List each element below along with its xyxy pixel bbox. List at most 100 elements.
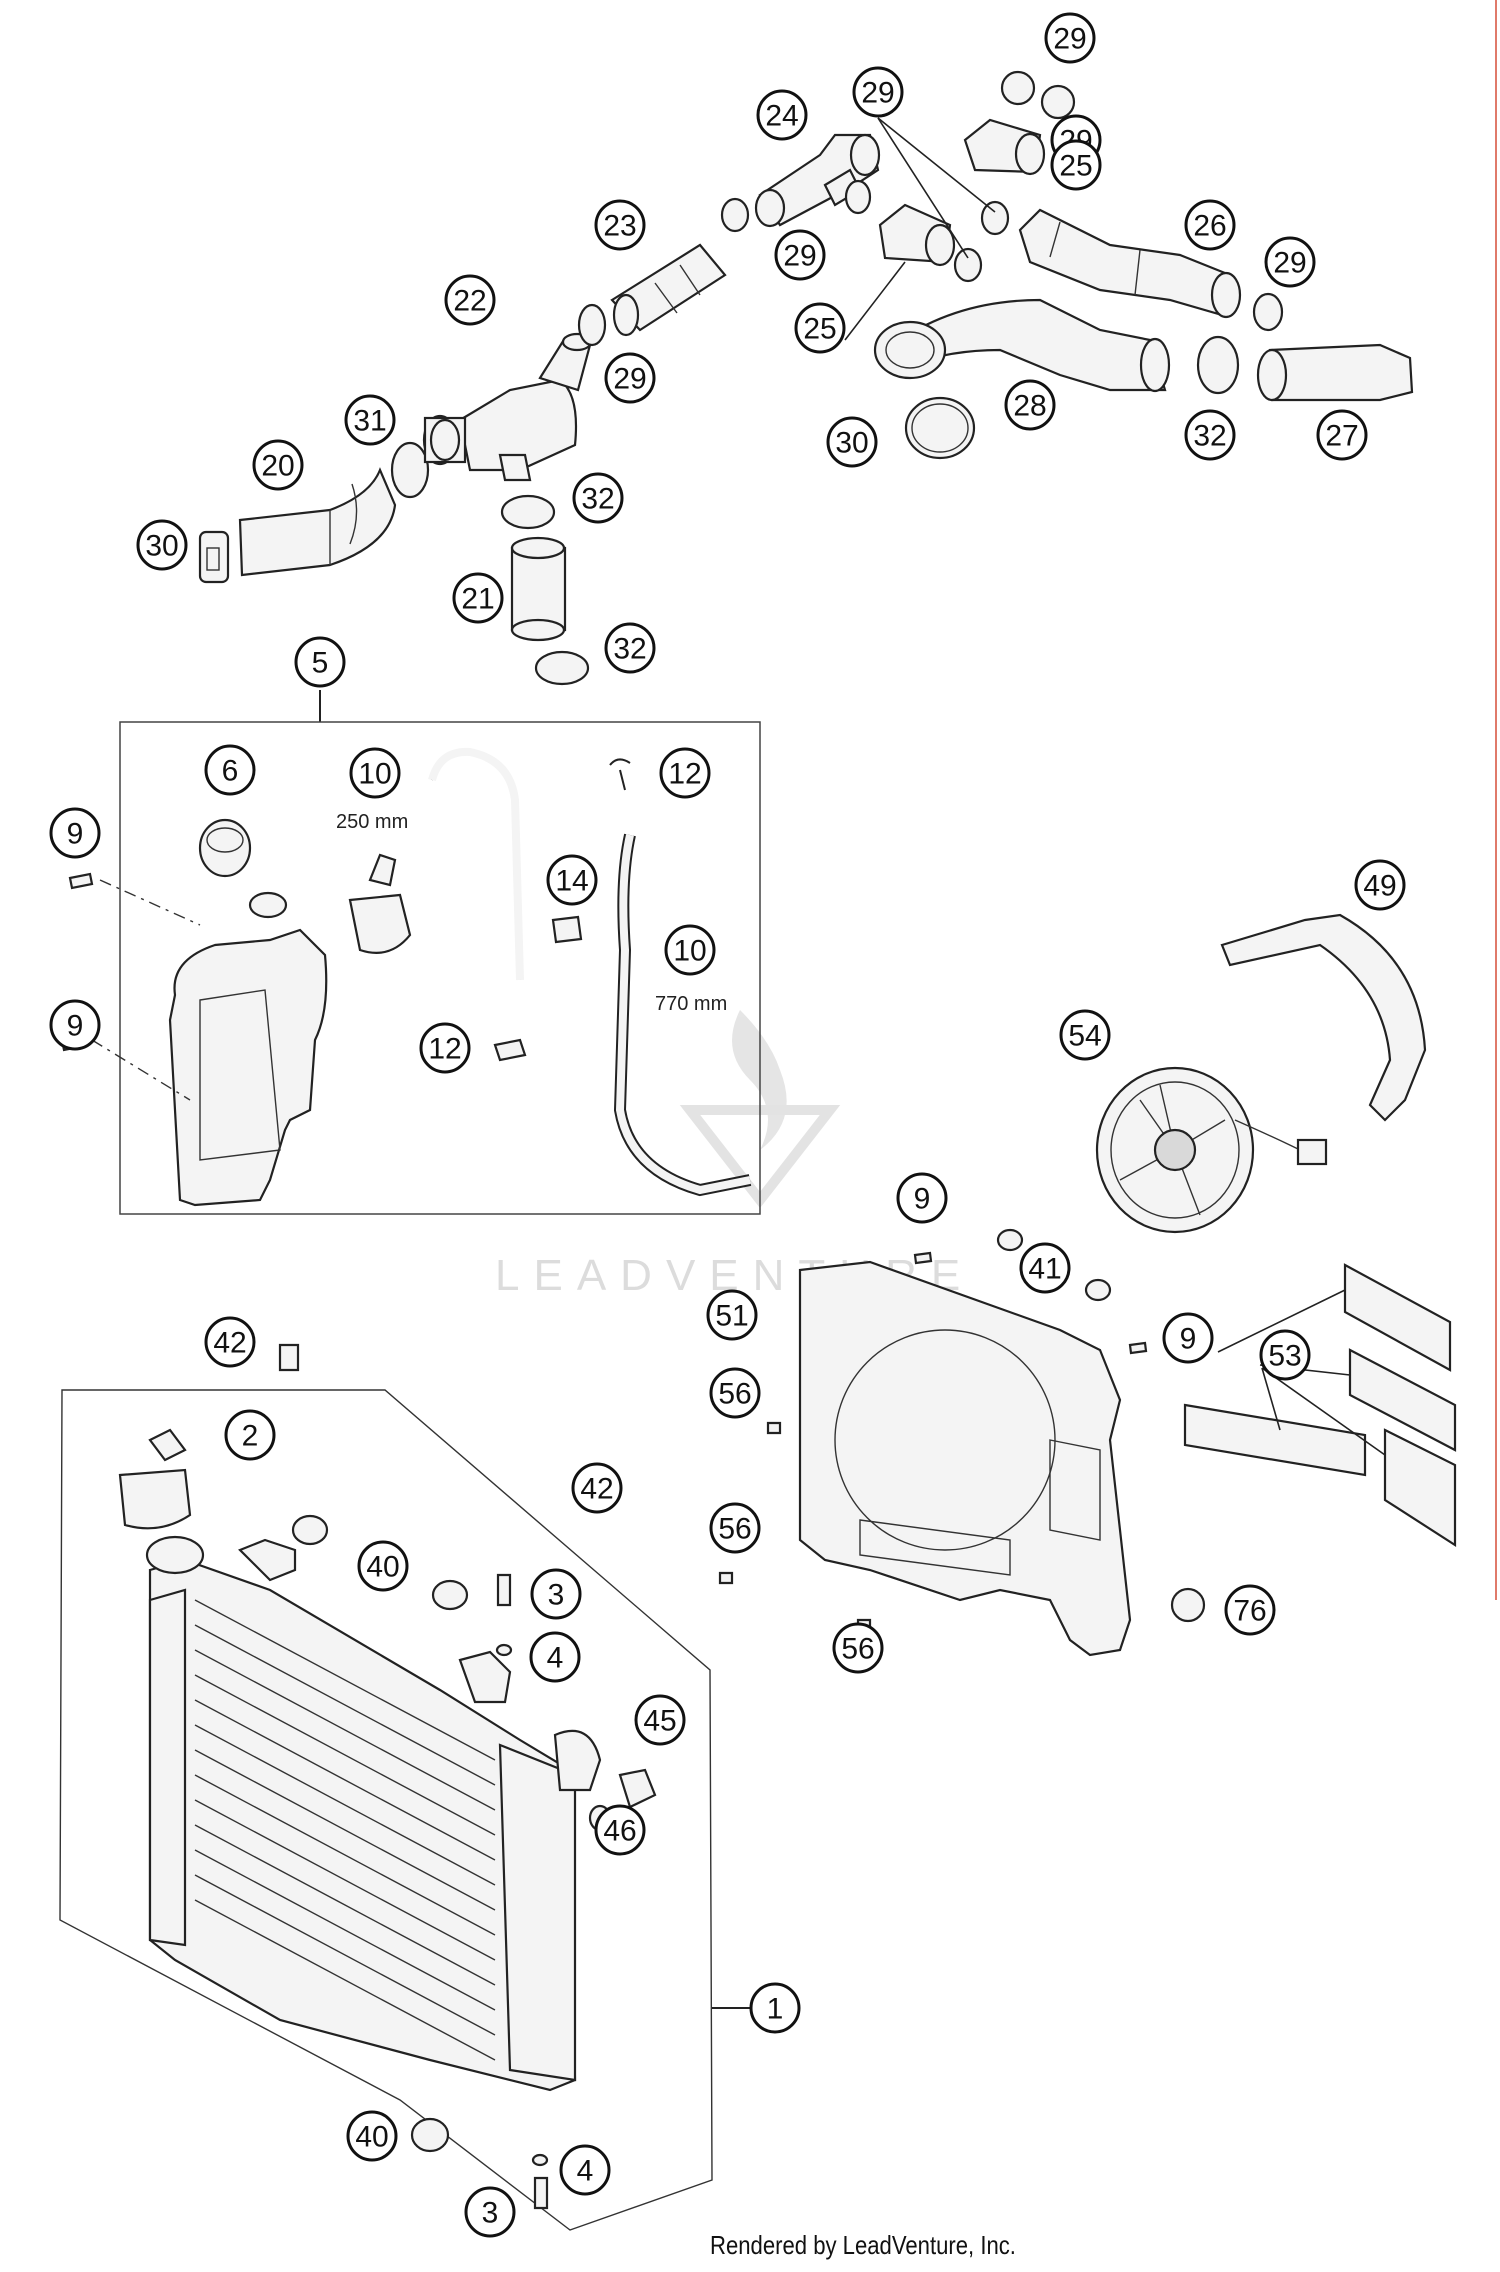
- callout-number: 56: [718, 1513, 751, 1546]
- callout-32: 32: [604, 622, 656, 674]
- callout-number: 56: [841, 1633, 874, 1666]
- callout-9: 9: [896, 1172, 948, 1224]
- expansion-tank-kit: 250 mm 770 mm: [60, 690, 761, 1215]
- callout-9: 9: [1162, 1312, 1214, 1364]
- callout-number: 46: [603, 1815, 636, 1848]
- callout-number: 25: [803, 313, 836, 346]
- callout-6: 6: [204, 744, 256, 796]
- callout-5: 5: [294, 636, 346, 688]
- callout-number: 32: [613, 633, 646, 666]
- clamp-29-e: [1040, 84, 1076, 120]
- callout-31: 31: [344, 394, 396, 446]
- callout-number: 24: [765, 100, 798, 133]
- callout-42: 42: [204, 1316, 256, 1368]
- clamp-32-a: [500, 494, 556, 530]
- hose-10-short: [431, 750, 521, 981]
- nut-41-a: [996, 1228, 1024, 1252]
- callout-number: 40: [355, 2121, 388, 2154]
- callout-number: 29: [783, 240, 816, 273]
- leader-line: [1261, 1367, 1386, 1456]
- bolt-42-a: [278, 1343, 300, 1372]
- callout-number: 56: [718, 1378, 751, 1411]
- callout-number: 30: [145, 530, 178, 563]
- callout-23: 23: [594, 199, 646, 251]
- dimension-250: 250 mm: [336, 811, 408, 833]
- plate-53-a: [1343, 1263, 1452, 1372]
- callout-29: 29: [604, 352, 656, 404]
- clip-14: [551, 915, 583, 944]
- callout-number: 4: [547, 1642, 564, 1675]
- leader-line: [1261, 1367, 1281, 1431]
- bolt-3-b: [533, 2176, 549, 2210]
- tank: [168, 928, 328, 1207]
- callout-number: 6: [222, 755, 239, 788]
- callout-number: 23: [603, 210, 636, 243]
- callout-25: 25: [794, 302, 846, 354]
- bolt-9-d: [1128, 1341, 1148, 1355]
- callout-number: 29: [1053, 23, 1086, 56]
- callout-24: 24: [756, 89, 808, 141]
- cap-6: [198, 818, 252, 878]
- clamp-30-left: [198, 530, 230, 584]
- callout-9: 9: [49, 999, 101, 1051]
- clip-12-b: [493, 1038, 527, 1062]
- callout-21: 21: [452, 572, 504, 624]
- callout-76: 76: [1224, 1584, 1276, 1636]
- callout-2: 2: [224, 1409, 276, 1461]
- ring-31: [390, 441, 430, 499]
- callout-42: 42: [571, 1462, 623, 1514]
- callout-4: 4: [559, 2144, 611, 2196]
- hose-system: [198, 70, 1414, 686]
- fan-connector: [1296, 1138, 1328, 1166]
- callout-number: 20: [261, 450, 294, 483]
- callout-22: 22: [444, 274, 496, 326]
- callout-40: 40: [357, 1540, 409, 1592]
- hose-20: [238, 467, 397, 577]
- cap-2: [118, 1468, 192, 1530]
- callout-number: 32: [581, 483, 614, 516]
- clamp-29-f: [980, 200, 1010, 236]
- callout-28: 28: [1004, 379, 1056, 431]
- callout-56: 56: [709, 1502, 761, 1554]
- callout-number: 30: [835, 427, 868, 460]
- callout-27: 27: [1316, 409, 1368, 461]
- sensor-45: [618, 1768, 657, 1809]
- callout-41: 41: [1019, 1242, 1071, 1294]
- callout-3: 3: [464, 2186, 516, 2238]
- clamp-29-g: [953, 247, 983, 283]
- callout-12: 12: [419, 1022, 471, 1074]
- callout-number: 9: [67, 1010, 84, 1043]
- callout-10: 10: [349, 747, 401, 799]
- callout-number: 25: [1059, 150, 1092, 183]
- callout-45: 45: [634, 1694, 686, 1746]
- kit-box-5: [119, 721, 761, 1215]
- callout-number: 27: [1325, 420, 1358, 453]
- callout-number: 54: [1068, 1020, 1101, 1053]
- callout-number: 21: [461, 583, 494, 616]
- clamp-30-right: [904, 396, 976, 460]
- callout-number: 29: [861, 77, 894, 110]
- washer-4-b: [531, 2153, 549, 2167]
- callout-number: 28: [1013, 390, 1046, 423]
- callout-number: 12: [668, 758, 701, 791]
- washer-4-a: [495, 1643, 513, 1657]
- plate-53-b: [1348, 1348, 1457, 1452]
- radiator-assembly: [59, 1343, 758, 2231]
- callout-49: 49: [1354, 859, 1406, 911]
- leader-line: [877, 117, 969, 259]
- callout-14: 14: [546, 854, 598, 906]
- callout-number: 3: [548, 1579, 565, 1612]
- shroud-51: [798, 1260, 1132, 1657]
- radiator-kit-outline: [59, 1389, 713, 2231]
- clamp-29-b: [720, 197, 750, 233]
- bolt-3-a: [496, 1573, 512, 1607]
- bracket-49: [1220, 913, 1427, 1122]
- callout-1: 1: [749, 1982, 801, 2034]
- callout-53: 53: [1259, 1329, 1311, 1381]
- callout-number: 40: [366, 1551, 399, 1584]
- callout-number: 76: [1233, 1595, 1266, 1628]
- callout-29: 29: [774, 229, 826, 281]
- watermark: LEADVENTURE: [495, 1010, 960, 1300]
- callout-32: 32: [1184, 409, 1236, 461]
- clamp-29-d: [1000, 70, 1036, 106]
